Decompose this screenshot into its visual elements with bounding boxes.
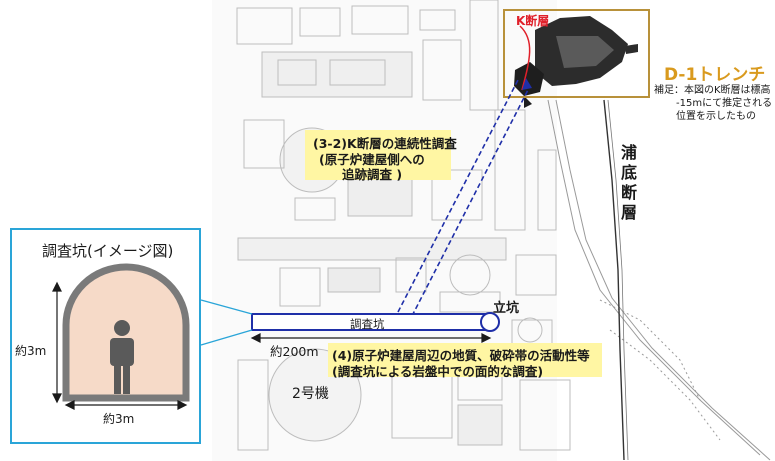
tunnel-length-label: 約200m [270,344,319,359]
trench-note-line-2: -15mにて推定される [676,98,773,109]
map-background [212,0,571,461]
tunnel-length-arrow [250,333,492,343]
surrounding-study-line-1: (4)原子炉建屋周辺の地質、破砕帯の活動性等 [332,348,590,363]
coastline [547,99,771,461]
shaft-label: 立坑 [493,301,520,316]
inset-dimension-arrows [52,281,188,410]
person-figure [110,320,134,394]
inset-title: 調査坑(イメージ図) [42,242,174,260]
surrounding-study-line-2: (調査坑による岩盤中での面的な調査) [332,364,544,379]
d1-trench-title: D-1トレンチ [664,65,766,85]
uradoko-char-3: 断 [620,183,637,202]
k-fault-tracking-route [397,79,531,317]
uradoko-char-2: 底 [620,163,637,182]
k-fault-study-line-2: (原子炉建屋側への [319,152,425,167]
trench-note-line-3: 位置を示したもの [676,111,756,122]
k-fault-study-line-1: (3-2)K断層の連続性調査 [313,136,457,151]
uradoko-char-4: 層 [620,203,637,222]
k-fault-study-highlight [305,130,451,180]
uradoko-fault-line [603,99,629,461]
k-fault-study-line-3: 追跡調査 ) [342,167,403,182]
uradoko-char-1: 浦 [620,143,637,162]
uradoko-fault-label: 浦 底 断 層 [618,143,640,223]
d1-trench-sketch [514,16,638,108]
survey-tunnel [251,312,500,332]
inset-height-label: 約3m [15,344,47,358]
d1-trench-frame [503,9,650,98]
inset-width-label: 約3m [103,412,135,426]
unit2-label: 2号機 [292,386,329,402]
inset-callout [200,299,253,346]
tunnel-label: 調査坑 [350,317,385,331]
surrounding-study-highlight [328,343,602,377]
trench-arrow [522,78,532,90]
trench-note-line-1: 補足：本図のK断層は標高 [654,85,771,96]
k-fault-label: K断層 [516,14,550,28]
